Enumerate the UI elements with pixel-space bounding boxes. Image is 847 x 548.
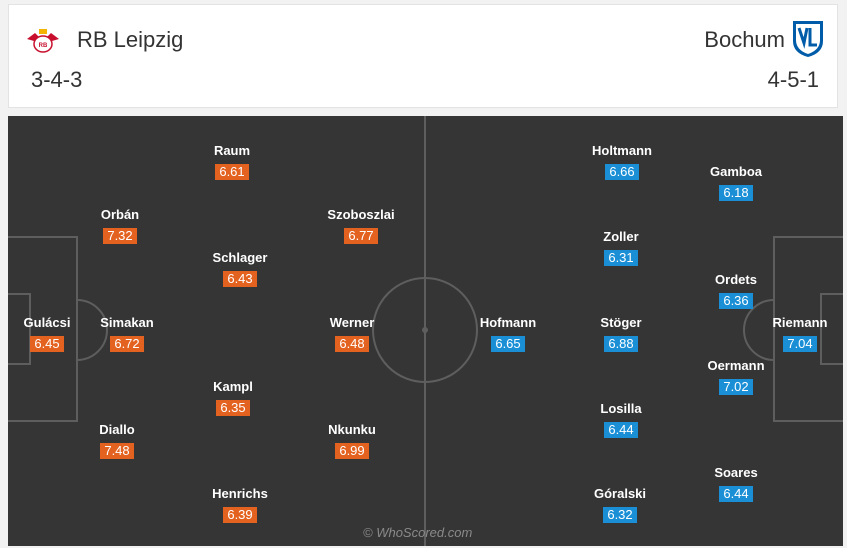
player-name: Holtmann	[592, 143, 652, 158]
home-team-name[interactable]: RB Leipzig	[77, 27, 184, 52]
player-rating: 7.32	[103, 228, 137, 244]
player-rating: 6.99	[335, 443, 369, 459]
player-rating: 6.44	[604, 422, 638, 438]
match-header: RB RB Leipzig 3-4-3 Bochum 4-5-1	[8, 4, 838, 108]
player-nkunku[interactable]: Nkunku 6.99	[307, 422, 397, 460]
player-name: Orbán	[100, 207, 140, 222]
player-riemann[interactable]: Riemann 7.04	[755, 315, 843, 353]
player-goralski[interactable]: Góralski 6.32	[575, 486, 665, 524]
player-name: Stöger	[600, 315, 642, 330]
away-team-name[interactable]: Bochum	[704, 27, 785, 52]
player-name: Diallo	[99, 422, 135, 437]
svg-text:RB: RB	[39, 43, 48, 49]
player-name: Henrichs	[212, 486, 268, 501]
player-orban[interactable]: Orbán 7.32	[75, 207, 165, 245]
player-name: Kampl	[213, 379, 253, 394]
player-rating: 6.61	[215, 164, 249, 180]
player-henrichs[interactable]: Henrichs 6.39	[195, 486, 285, 524]
player-name: Oermann	[707, 358, 765, 373]
player-rating: 6.72	[110, 336, 144, 352]
player-losilla[interactable]: Losilla 6.44	[576, 401, 666, 439]
player-rating: 6.36	[719, 293, 753, 309]
player-schlager[interactable]: Schlager 6.43	[195, 250, 285, 288]
player-rating: 6.35	[216, 400, 250, 416]
player-stoger[interactable]: Stöger 6.88	[576, 315, 666, 353]
player-ordets[interactable]: Ordets 6.36	[691, 272, 781, 310]
player-rating: 6.88	[604, 336, 638, 352]
player-name: Schlager	[212, 250, 268, 265]
player-rating: 6.65	[491, 336, 525, 352]
player-name: Simakan	[100, 315, 154, 330]
player-name: Losilla	[600, 401, 642, 416]
player-rating: 7.02	[719, 379, 753, 395]
player-rating: 7.48	[100, 443, 134, 459]
player-rating: 6.66	[605, 164, 639, 180]
player-kampl[interactable]: Kampl 6.35	[188, 379, 278, 417]
player-rating: 6.43	[223, 271, 257, 287]
player-rating: 6.48	[335, 336, 369, 352]
player-name: Nkunku	[328, 422, 376, 437]
player-name: Riemann	[772, 315, 828, 330]
vfl-bochum-logo-icon	[793, 21, 823, 57]
player-name: Ordets	[715, 272, 757, 287]
pitch: Gulácsi 6.45 Orbán 7.32 Simakan 6.72 Dia…	[8, 116, 843, 546]
watermark: © WhoScored.com	[363, 525, 473, 540]
player-rating: 7.04	[783, 336, 817, 352]
player-rating: 6.39	[223, 507, 257, 523]
player-werner[interactable]: Werner 6.48	[307, 315, 397, 353]
player-rating: 6.77	[344, 228, 378, 244]
home-formation: 3-4-3	[31, 67, 83, 92]
player-name: Zoller	[603, 229, 639, 244]
player-soares[interactable]: Soares 6.44	[691, 465, 781, 503]
player-name: Gamboa	[709, 164, 762, 179]
player-name: Werner	[329, 315, 375, 330]
player-zoller[interactable]: Zoller 6.31	[576, 229, 666, 267]
rb-leipzig-logo-icon: RB	[27, 29, 59, 53]
player-name: Gulácsi	[23, 315, 71, 330]
pitch-markings	[8, 116, 843, 546]
player-rating: 6.45	[30, 336, 64, 352]
away-formation: 4-5-1	[767, 67, 819, 92]
player-rating: 6.31	[604, 250, 638, 266]
player-szoboszlai[interactable]: Szoboszlai 6.77	[316, 207, 406, 245]
player-raum[interactable]: Raum 6.61	[187, 143, 277, 181]
player-diallo[interactable]: Diallo 7.48	[72, 422, 162, 460]
player-oermann[interactable]: Oermann 7.02	[691, 358, 781, 396]
player-holtmann[interactable]: Holtmann 6.66	[577, 143, 667, 181]
player-rating: 6.32	[603, 507, 637, 523]
player-gamboa[interactable]: Gamboa 6.18	[691, 164, 781, 202]
player-name: Szoboszlai	[327, 207, 395, 222]
player-name: Soares	[714, 465, 758, 480]
player-gulacsi[interactable]: Gulácsi 6.45	[8, 315, 92, 353]
player-rating: 6.44	[719, 486, 753, 502]
player-name: Hofmann	[479, 315, 537, 330]
player-hofmann[interactable]: Hofmann 6.65	[463, 315, 553, 353]
player-rating: 6.18	[719, 185, 753, 201]
player-name: Góralski	[593, 486, 647, 501]
player-name: Raum	[213, 143, 251, 158]
player-simakan[interactable]: Simakan 6.72	[82, 315, 172, 353]
